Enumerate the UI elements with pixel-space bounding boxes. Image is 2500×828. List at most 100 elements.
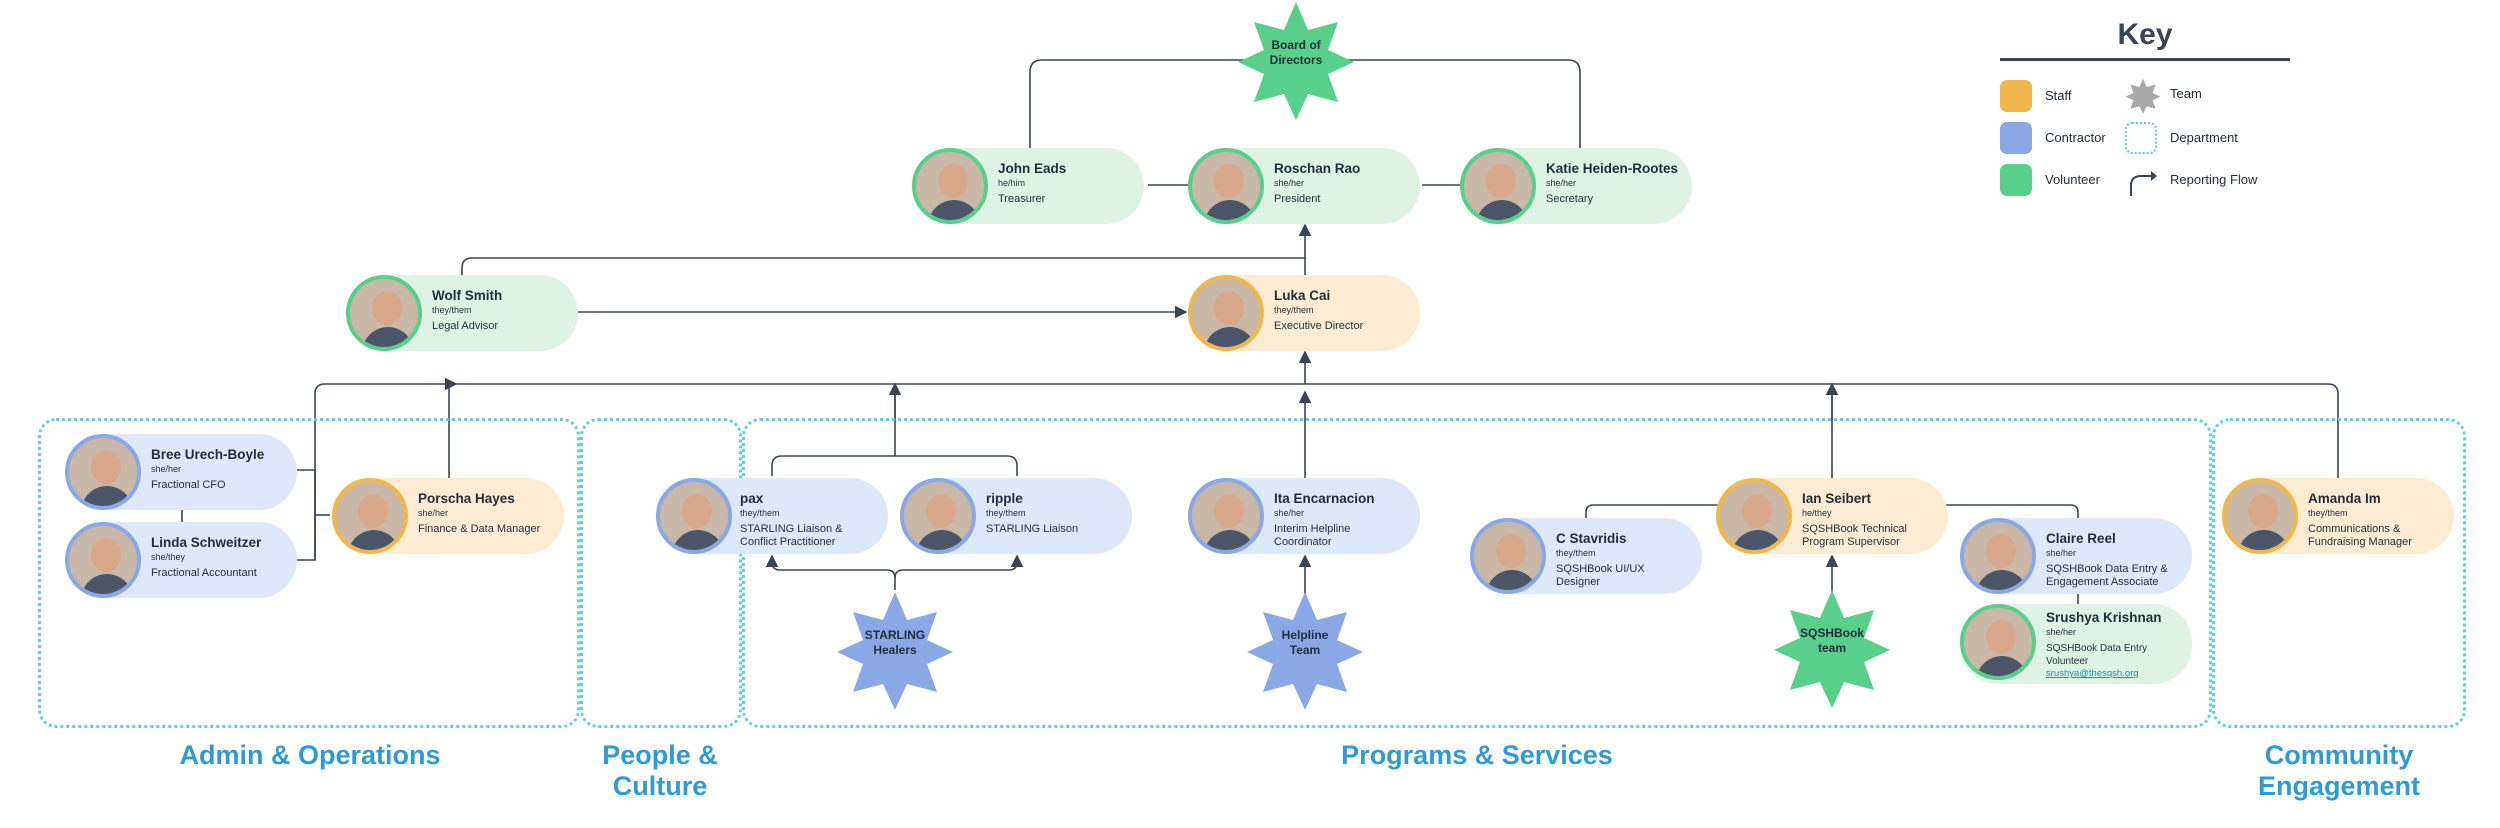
person-pronouns: he/him: [998, 178, 1026, 188]
team-starling-healers: STARLING Healers: [835, 590, 955, 710]
person-role: Finance & Data Manager: [418, 523, 541, 535]
star-icon: [1774, 590, 1890, 708]
team-helpline: Helpline Team: [1245, 590, 1365, 710]
board-of-directors-team: Board of Directors: [1236, 0, 1356, 120]
star-icon: [1247, 592, 1363, 710]
person-pronouns: he/they: [1802, 508, 1832, 518]
person-card-claire-reel[interactable]: Claire Reel she/her SQSHBook Data Entry …: [1960, 518, 2192, 594]
person-pronouns: she/her: [2046, 627, 2077, 637]
legend: Key Staff Contractor Volunteer Team Depa…: [2000, 18, 2290, 198]
star-icon: [1238, 2, 1354, 120]
person-card-john-eads[interactable]: John Eads he/him Treasurer: [912, 148, 1144, 224]
avatar: [1188, 478, 1264, 554]
person-role: Communications & Fundraising Manager: [2308, 523, 2412, 548]
avatar: [1188, 275, 1264, 351]
person-pronouns: she/her: [1274, 178, 1305, 188]
legend-divider: [2000, 58, 2290, 61]
person-card-luka-cai[interactable]: Luka Cai they/them Executive Director: [1188, 275, 1420, 351]
person-name: Wolf Smith: [432, 288, 503, 303]
person-name: Ita Encarnacion: [1274, 491, 1375, 506]
person-card-amanda-im[interactable]: Amanda Im they/them Communications & Fun…: [2222, 478, 2454, 554]
person-pronouns: they/them: [986, 508, 1026, 518]
legend-title: Key: [2117, 18, 2173, 51]
legend-label: Reporting Flow: [2170, 172, 2258, 187]
avatar: [2222, 478, 2298, 554]
person-role: Fractional Accountant: [151, 567, 257, 579]
person-name: Srushya Krishnan: [2046, 610, 2162, 625]
legend-label: Department: [2170, 130, 2238, 145]
star-icon: [837, 592, 953, 710]
reporting-flow-arrow-icon: [2130, 171, 2157, 196]
person-card-bree-urech-boyle[interactable]: Bree Urech-Boyle she/her Fractional CFO: [65, 434, 297, 510]
avatar: [1960, 604, 2036, 680]
person-card-ripple[interactable]: ripple they/them STARLING Liaison: [900, 478, 1132, 554]
person-pronouns: they/them: [2308, 508, 2348, 518]
person-card-ian-seibert[interactable]: Ian Seibert he/they SQSHBook Technical P…: [1716, 478, 1948, 554]
person-pronouns: she/her: [2046, 548, 2077, 558]
person-role: Interim Helpline Coordinator: [1274, 523, 1351, 548]
person-pronouns: she/her: [1274, 508, 1305, 518]
legend-label: Contractor: [2045, 130, 2106, 145]
person-name: Bree Urech-Boyle: [151, 447, 265, 462]
volunteer-swatch: [2000, 164, 2032, 196]
person-card-porscha-hayes[interactable]: Porscha Hayes she/her Finance & Data Man…: [332, 478, 564, 554]
legend-label: Staff: [2045, 88, 2072, 103]
person-name: Katie Heiden-Rootes: [1546, 161, 1679, 176]
person-card-roschan-rao[interactable]: Roschan Rao she/her President: [1188, 148, 1420, 224]
person-role: STARLING Liaison & Conflict Practitioner: [740, 523, 843, 548]
team-label: STARLING Healers: [864, 628, 926, 657]
person-name: Claire Reel: [2046, 531, 2116, 546]
star-icon: [2125, 78, 2161, 114]
person-role: SQSHBook Data Entry & Engagement Associa…: [2046, 563, 2168, 588]
person-card-wolf-smith[interactable]: Wolf Smith they/them Legal Advisor: [346, 275, 578, 351]
person-role: Secretary: [1546, 193, 1594, 205]
department-admin-operations: [38, 418, 580, 728]
person-pronouns: they/them: [740, 508, 780, 518]
department-community-engagement: [2212, 418, 2466, 728]
person-role: SQSHBook Technical Program Supervisor: [1802, 523, 1907, 548]
avatar: [1188, 148, 1264, 224]
avatar: [656, 478, 732, 554]
staff-swatch: [2000, 80, 2032, 112]
person-card-srushya-krishnan[interactable]: Srushya Krishnan she/her SQSHBook Data E…: [1960, 604, 2192, 684]
person-name: Ian Seibert: [1802, 491, 1872, 506]
person-pronouns: she/her: [1546, 178, 1577, 188]
avatar: [346, 275, 422, 351]
person-name: Linda Schweitzer: [151, 535, 262, 550]
department-swatch: [2125, 122, 2157, 154]
avatar: [1470, 518, 1546, 594]
legend-label: Team: [2170, 86, 2202, 101]
avatar: [1960, 518, 2036, 594]
person-card-katie-heiden-rootes[interactable]: Katie Heiden-Rootes she/her Secretary: [1460, 148, 1692, 224]
person-name: pax: [740, 491, 764, 506]
person-card-c-stavridis[interactable]: C Stavridis they/them SQSHBook UI/UX Des…: [1470, 518, 1702, 594]
person-role: Fractional CFO: [151, 479, 226, 491]
avatar: [912, 148, 988, 224]
team-label: SQSHBook team: [1799, 626, 1864, 655]
avatar: [65, 522, 141, 598]
person-name: C Stavridis: [1556, 531, 1627, 546]
email-link[interactable]: srushya@thesqsh.org: [2046, 668, 2139, 679]
department-label-programs: Programs & Services: [1341, 740, 1613, 770]
person-role: President: [1274, 193, 1321, 205]
person-card-linda-schweitzer[interactable]: Linda Schweitzer she/they Fractional Acc…: [65, 522, 297, 598]
department-people-culture: [580, 418, 742, 728]
person-name: Amanda Im: [2308, 491, 2381, 506]
department-programs-services: [742, 418, 2212, 728]
person-pronouns: they/them: [1556, 548, 1596, 558]
contractor-swatch: [2000, 122, 2032, 154]
avatar: [1716, 478, 1792, 554]
person-pronouns: they/them: [1274, 305, 1314, 315]
person-name: Roschan Rao: [1274, 161, 1361, 176]
person-pronouns: she/her: [418, 508, 449, 518]
person-card-pax[interactable]: pax they/them STARLING Liaison & Conflic…: [656, 478, 888, 554]
department-label-people: People &Culture: [602, 740, 718, 801]
person-role: SQSHBook UI/UX Designer: [1556, 563, 1645, 588]
person-card-ita-encarnacion[interactable]: Ita Encarnacion she/her Interim Helpline…: [1188, 478, 1420, 554]
person-role: Treasurer: [998, 193, 1046, 205]
person-pronouns: she/they: [151, 552, 186, 562]
team-label: Helpline Team: [1281, 628, 1329, 657]
department-label-admin: Admin & Operations: [179, 740, 441, 770]
